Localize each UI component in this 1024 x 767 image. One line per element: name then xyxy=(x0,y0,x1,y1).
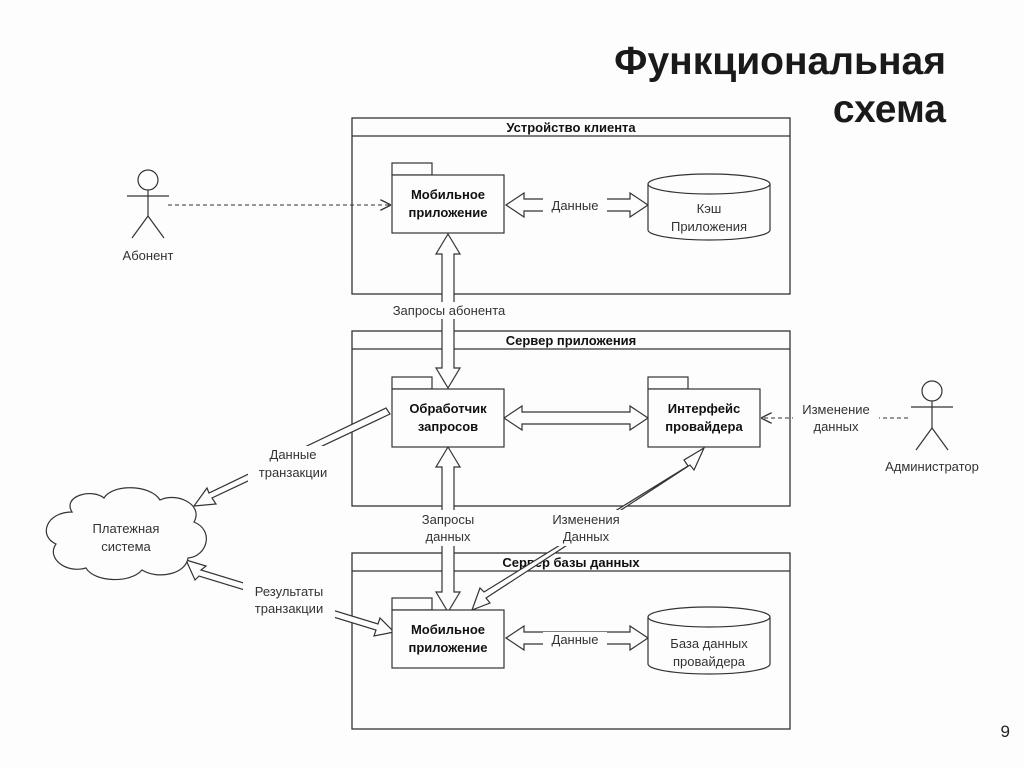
edge-label-subscriber-requests: Запросы абонента xyxy=(393,303,506,318)
actor-administrator xyxy=(911,380,953,451)
node-handler-l2: запросов xyxy=(418,419,478,434)
node-cache-l2: Приложения xyxy=(671,219,747,234)
edge-label-data-changes-l1: Изменения xyxy=(552,512,619,527)
node-mobile-app-client-l2: приложение xyxy=(409,205,488,220)
page-title: Функциональная схема xyxy=(586,38,946,134)
actor-subscriber xyxy=(127,169,169,239)
edge-label-data-top: Данные xyxy=(552,198,599,213)
edge-label-trans-results-l1: Результаты xyxy=(255,584,323,599)
container-app-server: Сервер приложения xyxy=(351,330,791,507)
title-line-1: Функциональная xyxy=(614,40,946,83)
page-number: 9 xyxy=(1000,722,1010,741)
node-cache-l1: Кэш xyxy=(697,201,722,216)
node-mobile-app-db-l2: приложение xyxy=(409,640,488,655)
node-mobile-app-db: Мобильное приложение xyxy=(391,597,505,669)
node-mobile-app-client: Мобильное приложение xyxy=(391,162,505,234)
title-line-2: схема xyxy=(832,88,946,131)
node-mobile-app-client-l1: Мобильное xyxy=(411,187,485,202)
node-mobile-app-db-l1: Мобильное xyxy=(411,622,485,637)
node-db-l1: База данных xyxy=(670,636,748,651)
container-app-server-title: Сервер приложения xyxy=(506,333,637,348)
edge-label-trans-results-l2: транзакции xyxy=(255,601,323,616)
node-provider-database: База данных провайдера xyxy=(647,606,771,675)
node-provider-interface: Интерфейс провайдера xyxy=(647,376,761,448)
node-provider-if-l1: Интерфейс xyxy=(668,401,740,416)
node-provider-if-l2: провайдера xyxy=(665,419,743,434)
edge-label-change-data-l1: Изменение xyxy=(802,402,870,417)
node-payment-l2: система xyxy=(101,539,151,554)
edge-label-data-requests-l1: Запросы xyxy=(422,512,474,527)
container-client: Устройство клиента xyxy=(351,117,791,295)
edge-label-data-changes-l2: Данных xyxy=(563,529,610,544)
actor-subscriber-label: Абонент xyxy=(123,248,174,263)
node-request-handler: Обработчик запросов xyxy=(391,376,505,448)
edge-label-change-data-l2: данных xyxy=(813,419,859,434)
node-db-l2: провайдера xyxy=(673,654,746,669)
actor-admin-head xyxy=(921,380,943,402)
node-payment-system: Платежная система xyxy=(45,487,207,581)
actor-subscriber-head xyxy=(137,169,159,191)
edge-label-data-bottom: Данные xyxy=(552,632,599,647)
edge-label-data-requests-l2: данных xyxy=(425,529,471,544)
actor-admin-label: Администратор xyxy=(885,459,979,474)
edge-label-trans-data-l1: Данные xyxy=(270,447,317,462)
node-handler-l1: Обработчик xyxy=(409,401,487,416)
node-payment-l1: Платежная xyxy=(93,521,160,536)
container-client-title: Устройство клиента xyxy=(506,120,636,135)
edge-handler-provider xyxy=(502,404,650,432)
edge-label-trans-data-l2: транзакции xyxy=(259,465,327,480)
node-cache-db: Кэш Приложения xyxy=(647,173,771,241)
